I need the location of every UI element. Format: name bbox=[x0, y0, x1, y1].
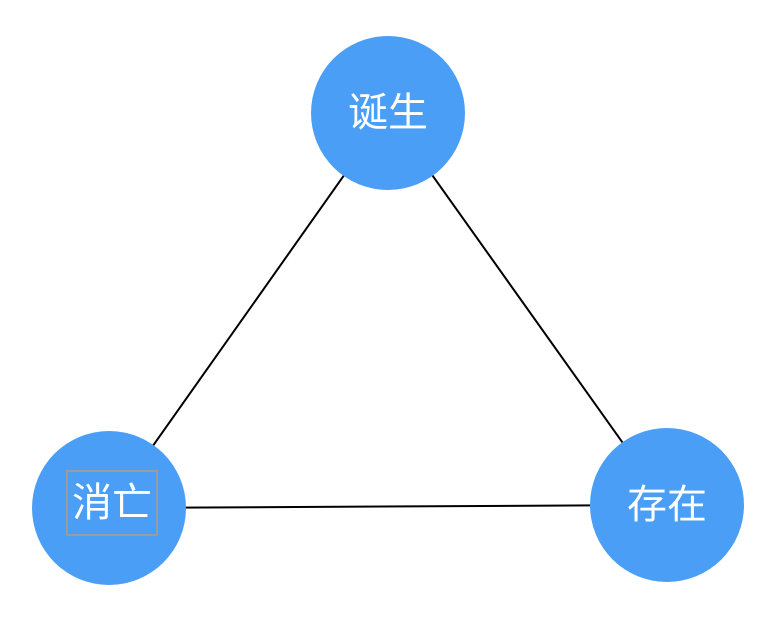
node-birth-label: 诞生 bbox=[348, 91, 428, 135]
edge-demise-existence[interactable] bbox=[108, 504, 668, 509]
node-demise[interactable]: 消亡 bbox=[32, 431, 186, 585]
edge-birth-existence[interactable] bbox=[387, 112, 668, 506]
node-existence-label: 存在 bbox=[627, 483, 707, 527]
edge-birth-demise[interactable] bbox=[108, 112, 389, 509]
node-existence[interactable]: 存在 bbox=[590, 428, 744, 582]
text-selection-box: 消亡 bbox=[66, 470, 158, 536]
node-birth[interactable]: 诞生 bbox=[311, 36, 465, 190]
node-demise-label: 消亡 bbox=[72, 481, 152, 525]
